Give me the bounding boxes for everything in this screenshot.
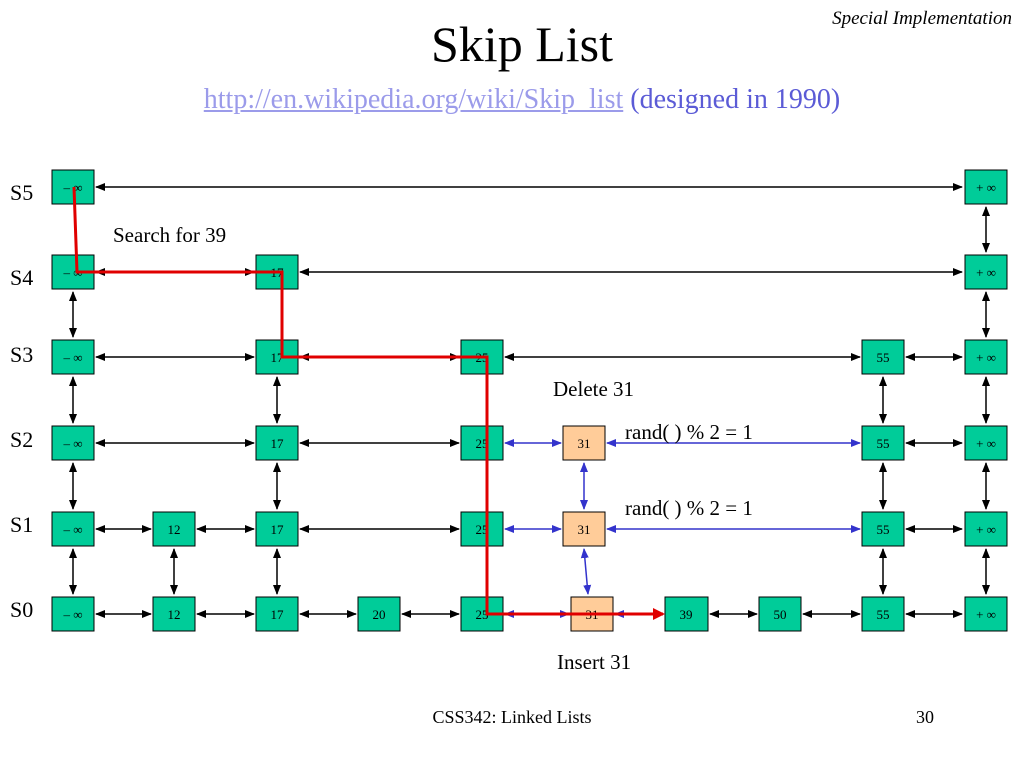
node-label: 25 xyxy=(476,436,489,451)
page-number: 30 xyxy=(916,707,934,727)
skip-node: 50 xyxy=(758,596,802,632)
skip-node: 25 xyxy=(460,425,504,461)
node-label: – ∞ xyxy=(62,436,82,451)
level-label: S0 xyxy=(10,597,33,622)
node-label: + ∞ xyxy=(976,180,996,195)
level-label: S3 xyxy=(10,342,33,367)
node-label: + ∞ xyxy=(976,436,996,451)
insert-link xyxy=(580,548,592,595)
skip-node: – ∞ xyxy=(51,339,95,375)
node-label: 17 xyxy=(271,436,285,451)
node-label: + ∞ xyxy=(976,607,996,622)
skip-node: 20 xyxy=(357,596,401,632)
node-label: 55 xyxy=(877,350,890,365)
subtitle: http://en.wikipedia.org/wiki/Skip_list (… xyxy=(0,84,1024,116)
level-label: S2 xyxy=(10,427,33,452)
wikipedia-link[interactable]: http://en.wikipedia.org/wiki/Skip_list xyxy=(203,84,624,115)
vertical-links xyxy=(69,206,990,595)
node-label: 25 xyxy=(476,522,489,537)
skip-node: 55 xyxy=(861,339,905,375)
footer-course: CSS342: Linked Lists xyxy=(432,707,592,727)
skip-node: – ∞ xyxy=(51,425,95,461)
skip-node: – ∞ xyxy=(51,511,95,547)
search-annotation: Search for 39 xyxy=(113,223,226,247)
inserted-node: 31 xyxy=(562,425,606,461)
node-label: + ∞ xyxy=(976,265,996,280)
node-label: 12 xyxy=(168,607,181,622)
skip-node: 17 xyxy=(255,596,299,632)
skip-node: 55 xyxy=(861,511,905,547)
skip-node: 17 xyxy=(255,511,299,547)
corner-note: Special Implementation xyxy=(832,8,1012,29)
delete-annotation: Delete 31 xyxy=(553,377,634,401)
node-label: 50 xyxy=(774,607,787,622)
skip-node: + ∞ xyxy=(964,425,1008,461)
annotations: Search for 39 Delete 31 rand( ) % 2 = 1 … xyxy=(113,223,753,674)
node-label: 55 xyxy=(877,607,890,622)
node-label: + ∞ xyxy=(976,522,996,537)
rand-annotation-s2: rand( ) % 2 = 1 xyxy=(625,420,753,444)
node-label: 20 xyxy=(373,607,386,622)
node-label: 12 xyxy=(168,522,181,537)
designed-note: (designed in 1990) xyxy=(630,84,841,115)
skip-node: + ∞ xyxy=(964,511,1008,547)
skip-node: 12 xyxy=(152,596,196,632)
node-label: 55 xyxy=(877,522,890,537)
node-label: 25 xyxy=(476,607,489,622)
skip-node: + ∞ xyxy=(964,254,1008,290)
horizontal-links xyxy=(95,183,963,618)
level-labels: S5 S4 S3 S2 S1 S0 xyxy=(10,180,33,622)
insert-links xyxy=(504,439,861,618)
slide-title: Skip List xyxy=(431,16,613,72)
insert-annotation: Insert 31 xyxy=(557,650,631,674)
node-label: 17 xyxy=(271,607,285,622)
rand-annotation-s1: rand( ) % 2 = 1 xyxy=(625,496,753,520)
skip-node: 12 xyxy=(152,511,196,547)
skip-node: 17 xyxy=(255,425,299,461)
node-label: 31 xyxy=(578,522,591,537)
level-label: S1 xyxy=(10,512,33,537)
skip-node: + ∞ xyxy=(964,339,1008,375)
node-label: – ∞ xyxy=(62,180,82,195)
skip-node: 39 xyxy=(664,596,709,632)
skip-node: – ∞ xyxy=(51,596,95,632)
skip-node: 55 xyxy=(861,425,905,461)
skip-node: + ∞ xyxy=(964,596,1008,632)
skip-node: 25 xyxy=(460,511,504,547)
nodes: – ∞ + ∞ – ∞ 17 + ∞ – ∞ 17 25 55 + ∞ – ∞ … xyxy=(51,169,1008,632)
node-label: – ∞ xyxy=(62,607,82,622)
search-path xyxy=(72,186,665,620)
level-label: S4 xyxy=(10,265,33,290)
skip-node: 55 xyxy=(861,596,905,632)
node-label: + ∞ xyxy=(976,350,996,365)
node-label: 31 xyxy=(578,436,591,451)
node-label: 17 xyxy=(271,522,285,537)
node-label: – ∞ xyxy=(62,350,82,365)
inserted-node: 31 xyxy=(562,511,606,547)
node-label: 55 xyxy=(877,436,890,451)
skip-node: + ∞ xyxy=(964,169,1008,205)
node-label: – ∞ xyxy=(62,522,82,537)
level-label: S5 xyxy=(10,180,33,205)
node-label: 39 xyxy=(680,607,693,622)
